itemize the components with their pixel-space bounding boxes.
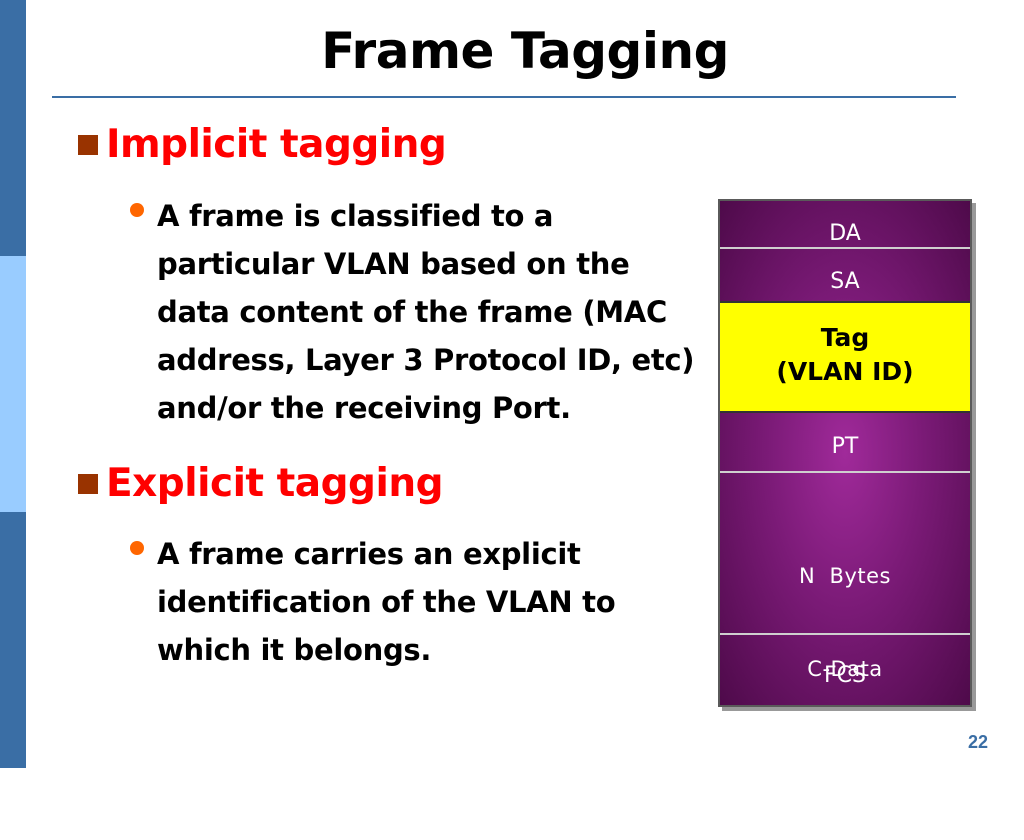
field-fcs: FCS (824, 663, 866, 688)
left-bar-bottom (0, 512, 26, 768)
bullet-heading: Explicit tagging (106, 461, 444, 506)
field-divider (720, 471, 970, 473)
data-length-range: 46 <= N <= 1496 (744, 750, 946, 774)
slide-title: Frame Tagging (321, 22, 729, 80)
data-c-data-label: C-Data (807, 657, 883, 681)
field-tag: Tag (VLAN ID) (720, 301, 970, 413)
bullet-line: particular VLAN based on the (157, 247, 630, 281)
square-bullet-icon (78, 134, 98, 155)
bullet-line: data content of the frame (MAC (157, 295, 667, 329)
bullet-explicit-tagging: Explicit tagging (78, 461, 444, 506)
bullet-line: identification of the VLAN to (157, 585, 616, 619)
title-divider (52, 96, 956, 98)
field-pt: PT (831, 434, 859, 459)
bullet-line: and/or the receiving Port. (157, 391, 571, 425)
dot-bullet-icon (130, 203, 144, 217)
field-sa: SA (830, 269, 860, 294)
bullet-line: A frame is classified to a (157, 199, 554, 233)
sub-bullet-implicit: A frame is classified to a particular VL… (130, 192, 700, 432)
frame-format-diagram: DA SA Tag (VLAN ID) PT N Bytes C-Data 46… (718, 199, 972, 774)
bullet-heading: Implicit tagging (106, 122, 447, 167)
field-divider (720, 633, 970, 635)
bullet-line: A frame carries an explicit (157, 537, 581, 571)
data-bytes-label: N Bytes (799, 564, 891, 588)
tag-vlan-id: (VLAN ID) (776, 357, 914, 386)
sub-bullet-explicit: A frame carries an explicit identificati… (130, 530, 700, 674)
bullet-line: address, Layer 3 Protocol ID, etc) (157, 343, 695, 377)
field-da: DA (829, 221, 861, 246)
page-number: 22 (967, 732, 988, 752)
square-bullet-icon (78, 473, 98, 494)
bullet-implicit-tagging: Implicit tagging (78, 122, 447, 167)
left-bar-middle (0, 256, 26, 512)
dot-bullet-icon (130, 541, 144, 555)
bullet-line: which it belongs. (157, 633, 432, 667)
tag-label: Tag (820, 323, 870, 352)
field-divider (720, 247, 970, 249)
left-bar-top (0, 0, 26, 256)
